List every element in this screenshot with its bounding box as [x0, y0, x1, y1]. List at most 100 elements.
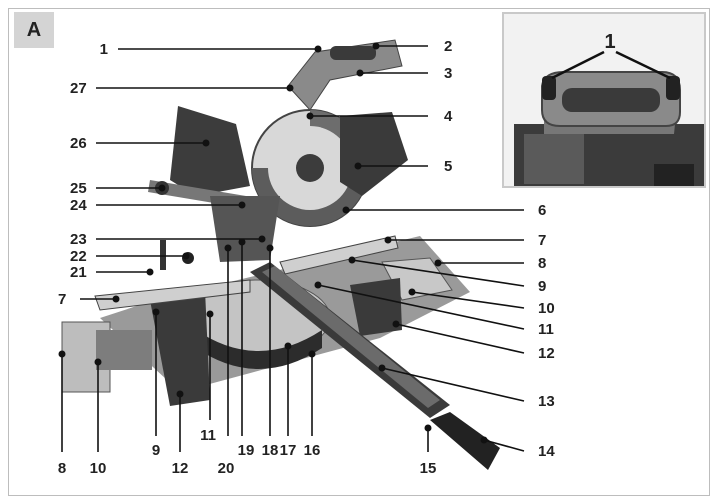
handle-opening [330, 46, 376, 60]
inset-trigger-right [666, 76, 680, 100]
callout-22: 22 [70, 248, 87, 265]
dot-5 [354, 162, 362, 170]
callout-16: 16 [304, 442, 321, 459]
inset-trigger-left [542, 76, 556, 100]
bevel-lever [160, 240, 166, 270]
dot-19 [238, 238, 246, 246]
dot-11-left [206, 310, 214, 318]
dot-9-left [152, 308, 160, 316]
dot-20 [224, 244, 232, 252]
dust-chute [170, 106, 250, 196]
motor-housing [340, 112, 408, 196]
panel-tag-label: A [26, 18, 42, 41]
callout-23: 23 [70, 231, 87, 248]
dot-7-left [112, 295, 120, 303]
dot-9-right [348, 256, 356, 264]
callout-27: 27 [70, 80, 87, 97]
left-fence [94, 279, 251, 311]
inset-leader-right [615, 50, 671, 80]
dot-15 [424, 424, 432, 432]
callout-19: 19 [238, 442, 255, 459]
callout-7-left: 7 [58, 291, 66, 308]
inset-motor [654, 164, 694, 186]
callout-labels: 1 2 3 4 5 6 7 8 9 10 11 12 13 14 15 16 1… [58, 38, 556, 477]
dot-18 [266, 244, 274, 252]
right-fence [279, 235, 399, 275]
callout-5: 5 [444, 158, 452, 175]
leader-13 [381, 367, 525, 402]
callout-1: 1 [100, 41, 108, 58]
dot-23 [258, 235, 266, 243]
dot-22 [182, 252, 190, 260]
leader-12-right [395, 323, 525, 354]
blade-guard-lower [252, 168, 368, 226]
leader-14 [483, 439, 525, 452]
callout-9-left: 9 [152, 442, 160, 459]
callout-17: 17 [280, 442, 297, 459]
dot-17 [284, 342, 292, 350]
inset-leader-left [551, 50, 605, 80]
dot-7-right [384, 236, 392, 244]
leader-10-right [411, 291, 525, 309]
dot-3 [356, 69, 364, 77]
callout-8-left: 8 [58, 460, 66, 477]
handle-inset: 1 [502, 12, 706, 188]
callout-2: 2 [444, 38, 452, 55]
left-extension-rail [96, 330, 152, 370]
handle-inset-drawing: 1 [514, 31, 704, 186]
callout-6: 6 [538, 202, 546, 219]
leader-11-right [317, 284, 525, 330]
callout-13: 13 [538, 393, 555, 410]
callout-12-left: 12 [172, 460, 189, 477]
right-base-frame [350, 278, 402, 336]
leader-9-right [351, 259, 525, 287]
callout-7-right: 7 [538, 232, 546, 249]
callout-10-right: 10 [538, 300, 555, 317]
dot-12-left [176, 390, 184, 398]
dot-27 [286, 84, 294, 92]
dot-13 [378, 364, 386, 372]
dot-25 [158, 184, 166, 192]
callout-4: 4 [444, 108, 453, 125]
callout-dots [58, 42, 488, 444]
dot-1 [314, 45, 322, 53]
front-lock-handle [430, 412, 500, 470]
dot-16 [308, 350, 316, 358]
table-arm-slot [262, 266, 440, 408]
inset-handle-grip-opening [562, 88, 660, 112]
callout-leaders [61, 45, 525, 452]
callout-20: 20 [218, 460, 235, 477]
callout-15: 15 [420, 460, 437, 477]
dot-26 [202, 139, 210, 147]
callout-12-right: 12 [538, 345, 555, 362]
callout-11-left: 11 [200, 427, 216, 444]
dot-12-right [392, 320, 400, 328]
dot-14 [480, 436, 488, 444]
callout-3: 3 [444, 65, 452, 82]
dot-2 [372, 42, 380, 50]
dot-24 [238, 201, 246, 209]
inset-arm [524, 134, 584, 184]
callout-26: 26 [70, 135, 87, 152]
dot-8-right [434, 259, 442, 267]
dot-8-left [58, 350, 66, 358]
callout-24: 24 [70, 197, 87, 214]
dot-21 [146, 268, 154, 276]
left-base-frame [150, 290, 210, 406]
dot-10-right [408, 288, 416, 296]
callout-25: 25 [70, 180, 87, 197]
callout-21: 21 [70, 264, 87, 281]
callout-8-right: 8 [538, 255, 546, 272]
callout-9-right: 9 [538, 278, 546, 295]
blade-arbor [296, 154, 324, 182]
dot-4 [306, 112, 314, 120]
callout-10-left: 10 [90, 460, 107, 477]
callout-18: 18 [262, 442, 279, 459]
dot-10-left [94, 358, 102, 366]
dot-6 [342, 206, 350, 214]
callout-14: 14 [538, 443, 555, 460]
panel-tag: A [14, 12, 54, 48]
callout-11-right: 11 [538, 321, 554, 338]
inset-callout-label: 1 [604, 31, 615, 53]
